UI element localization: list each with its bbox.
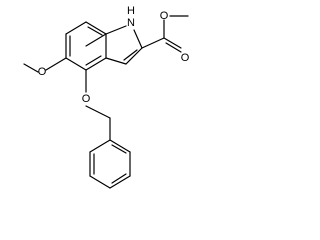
bond xyxy=(45,57,67,71)
bonds xyxy=(23,15,189,189)
bond xyxy=(85,105,111,119)
bond-inner xyxy=(111,173,127,184)
bond-inner xyxy=(85,55,102,66)
structure-canvas: H N O O O O xyxy=(23,5,190,189)
bond-inner xyxy=(87,26,103,36)
benzyloxy-oxygen-label: O xyxy=(82,93,91,105)
nh-hydrogen-label: H xyxy=(127,5,135,17)
bond xyxy=(163,37,182,49)
bond-inner xyxy=(111,144,127,154)
molecule-diagram: H N O O O O xyxy=(23,5,190,189)
bond xyxy=(109,175,131,189)
bond xyxy=(89,175,111,189)
bond xyxy=(85,33,107,47)
atom-labels: H N O O O O xyxy=(38,5,190,105)
bond xyxy=(85,57,107,71)
bond xyxy=(23,63,39,73)
bond xyxy=(89,139,111,153)
bond xyxy=(85,21,107,35)
bond xyxy=(133,29,143,49)
bond xyxy=(141,37,165,49)
bond xyxy=(109,139,131,153)
methoxy-oxygen-label: O xyxy=(38,66,47,78)
indole-nitrogen-label: N xyxy=(127,17,135,29)
bond xyxy=(65,21,87,35)
bond xyxy=(105,25,127,35)
ester-single-oxygen-label: O xyxy=(160,10,169,22)
bond xyxy=(105,57,127,65)
bond xyxy=(165,42,182,53)
bond xyxy=(65,57,87,71)
bond xyxy=(125,47,143,65)
bond-inner xyxy=(123,49,138,61)
ester-carbonyl-oxygen-label: O xyxy=(181,52,190,64)
